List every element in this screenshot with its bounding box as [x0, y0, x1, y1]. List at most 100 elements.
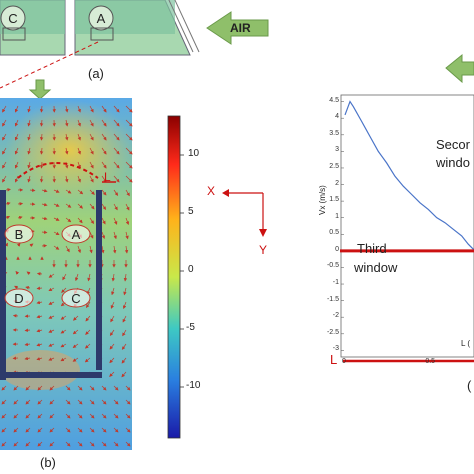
vector-arrow [123, 287, 127, 296]
vector-arrow [72, 329, 79, 335]
vector-arrow [89, 175, 94, 183]
vector-arrow [77, 203, 83, 209]
vector-arrow [113, 189, 119, 196]
flow-dashed-arc [17, 162, 99, 179]
vector-arrow [48, 287, 55, 292]
seat-a-label: A [96, 11, 106, 26]
y-tick-label: -0.5 [326, 262, 339, 270]
vector-arrow [2, 119, 7, 127]
axis-x-head [222, 189, 229, 197]
vector-arrow [101, 245, 105, 254]
vector-arrow [110, 301, 115, 309]
vector-arrow [14, 119, 19, 127]
vector-arrow [65, 245, 70, 253]
vector-arrow [1, 427, 7, 433]
vector-arrow [27, 147, 31, 155]
vector-arrow [14, 105, 19, 113]
seat-c-field-label: C [71, 291, 81, 306]
vector-arrow [101, 399, 107, 405]
vector-arrow [36, 328, 43, 333]
vector-arrow [65, 413, 71, 419]
vector-arrow [89, 161, 94, 169]
vector-arrow [64, 175, 69, 183]
vector-arrow [89, 217, 95, 225]
vector-arrow [101, 217, 106, 225]
vector-arrow [111, 273, 116, 282]
x-axis-label: L ( [461, 339, 471, 348]
y-tick-label: 1 [335, 212, 339, 220]
y-tick-label: 2 [335, 179, 339, 187]
colorbar-ticks [180, 154, 184, 388]
field-l-label: L [104, 170, 111, 184]
down-arrow-shape [28, 79, 52, 100]
vector-arrow [101, 441, 107, 447]
vector-arrow [77, 147, 81, 155]
vector-arrow [14, 133, 19, 141]
cabin-left-wall [0, 190, 6, 380]
vector-arrow [48, 301, 55, 305]
vector-arrow [113, 175, 120, 183]
field-hotspot [5, 100, 135, 200]
vector-arrow [25, 427, 31, 433]
vector-arrow [65, 399, 71, 405]
vector-arrow [37, 413, 43, 419]
vector-arrow [48, 329, 55, 333]
vector-arrow [37, 385, 43, 391]
vector-arrow [5, 215, 11, 220]
vector-arrow [29, 243, 34, 247]
vector-arrow [113, 133, 120, 141]
vector-arrow [53, 189, 60, 193]
vector-arrow [37, 399, 43, 405]
vector-arrow [49, 413, 55, 419]
vector-arrow [25, 285, 31, 290]
x-tick-label: 0.5 [425, 358, 436, 365]
vector-arrow [24, 328, 31, 332]
vector-arrow [1, 441, 7, 447]
vector-arrow [26, 271, 31, 275]
vector-arrow [124, 245, 129, 254]
vector-arrow [1, 399, 7, 405]
vector-arrow [13, 413, 19, 419]
y-tick-label: 4.5 [329, 96, 339, 104]
vector-arrow [77, 399, 83, 405]
right-panel-arrow-shape [445, 53, 474, 84]
vector-arrow [101, 189, 107, 196]
vector-arrow [113, 413, 119, 419]
vector-arrow [49, 441, 55, 447]
vector-arrow [125, 385, 131, 391]
vector-arrow [122, 301, 127, 310]
vector-arrow [60, 315, 67, 320]
vector-arrow [101, 105, 107, 113]
vector-arrow [41, 202, 48, 207]
vector-arrow [110, 315, 115, 323]
vector-arrow [101, 385, 107, 391]
vector-arrow [85, 329, 91, 335]
seat-d-ring [4, 288, 34, 308]
colorbar-tick-0: 0 [188, 264, 194, 275]
vector-arrow [101, 133, 107, 141]
y-tick-label: -3 [332, 345, 339, 353]
vector-arrow [39, 175, 44, 183]
vector-arrow [64, 147, 69, 155]
seat-a-base [90, 27, 114, 41]
vector-arrow [113, 105, 120, 113]
vector-arrow [49, 385, 55, 391]
vector-arrow [89, 245, 93, 254]
vector-arrow [89, 441, 95, 447]
caption-b: (b) [40, 455, 56, 470]
vector-arrow [123, 273, 128, 282]
vector-arrow [125, 189, 130, 197]
vector-arrow [5, 188, 11, 192]
vector-arrow [113, 217, 118, 225]
vector-arrow [77, 217, 83, 224]
vector-arrow [48, 315, 55, 319]
vector-arrow [48, 273, 55, 278]
y-tick-label: 4 [335, 113, 339, 121]
vector-arrow [27, 119, 31, 127]
vector-arrow [25, 385, 31, 391]
vector-arrow [75, 273, 79, 282]
axis-y-head [259, 229, 267, 237]
vector-arrow [27, 175, 31, 183]
